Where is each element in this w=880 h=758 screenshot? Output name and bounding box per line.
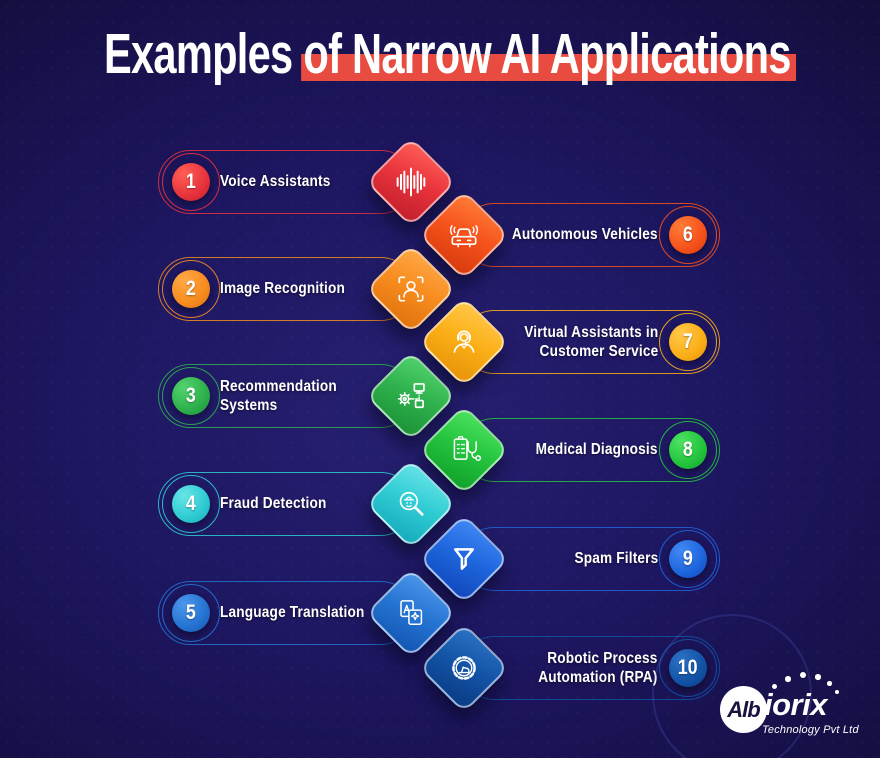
albiorix-logo: Alb iorix Technology Pvt Ltd xyxy=(652,614,874,758)
item-number: 7 xyxy=(683,330,693,353)
item-number-badge: 6 xyxy=(669,216,707,254)
recommendation-network-icon xyxy=(397,383,425,409)
logo-dot xyxy=(800,672,806,678)
badge-ring xyxy=(162,153,220,211)
item-row: 7 Virtual Assistants in Customer Service xyxy=(0,296,880,388)
item-label: Image Recognition xyxy=(220,280,346,298)
item-row: 2 Image Recognition xyxy=(0,243,880,335)
logo-name: iorix xyxy=(764,687,827,722)
item-row: 9 Spam Filters xyxy=(0,513,880,605)
logo-dot xyxy=(785,676,791,682)
item-row: 3 Recommendation Systems xyxy=(0,350,880,442)
logo-halo-ring xyxy=(652,614,812,758)
badge-ring xyxy=(162,475,220,533)
item-number: 4 xyxy=(186,492,196,515)
item-number: 2 xyxy=(186,277,196,300)
item-diamond xyxy=(365,567,457,659)
item-row: 8 Medical Diagnosis xyxy=(0,404,880,496)
badge-ring xyxy=(659,530,717,588)
item-label: Language Translation xyxy=(220,604,365,622)
medical-diagnosis-icon xyxy=(453,436,482,462)
item-label: Autonomous Vehicles xyxy=(512,226,658,244)
badge-ring xyxy=(162,584,220,642)
item-label: Fraud Detection xyxy=(220,495,327,513)
item-number-badge: 5 xyxy=(172,594,210,632)
face-recognition-icon xyxy=(398,276,424,302)
item-number-badge: 8 xyxy=(669,431,707,469)
item-diamond xyxy=(418,622,510,714)
item-row: 1 Voice Assistants xyxy=(0,136,880,228)
item-number-badge: 7 xyxy=(669,323,707,361)
item-number-badge: 1 xyxy=(172,163,210,201)
item-number: 5 xyxy=(186,601,196,624)
badge-ring xyxy=(162,260,220,318)
logo-dot xyxy=(772,684,777,689)
language-translation-icon xyxy=(400,600,423,625)
item-number: 8 xyxy=(683,438,693,461)
item-number-badge: 4 xyxy=(172,485,210,523)
logo-dot xyxy=(815,674,821,680)
voice-wave-icon xyxy=(396,167,426,197)
item-number: 1 xyxy=(186,170,196,193)
badge-ring xyxy=(162,367,220,425)
logo-dot xyxy=(827,681,832,686)
item-diamond xyxy=(418,513,510,605)
title-plain-text: Examples xyxy=(104,22,293,86)
fraud-detection-icon xyxy=(399,491,424,516)
item-number-badge: 9 xyxy=(669,540,707,578)
item-number: 6 xyxy=(683,223,693,246)
item-diamond xyxy=(365,350,457,442)
spam-filter-funnel-icon xyxy=(454,548,474,570)
badge-ring xyxy=(659,206,717,264)
item-diamond xyxy=(365,136,457,228)
rpa-gear-icon xyxy=(452,656,476,680)
item-label: Virtual Assistants in Customer Service xyxy=(523,323,658,360)
item-diamond xyxy=(418,189,510,281)
logo-tagline: Technology Pvt Ltd xyxy=(762,724,859,736)
item-number: 3 xyxy=(186,384,196,407)
item-number-badge: 2 xyxy=(172,270,210,308)
title-highlighted-text: of Narrow AI Applications xyxy=(301,22,796,96)
item-diamond xyxy=(418,296,510,388)
item-label: Voice Assistants xyxy=(220,173,331,191)
item-number: 9 xyxy=(683,547,693,570)
item-diamond xyxy=(365,243,457,335)
item-label: Recommendation Systems xyxy=(220,377,337,414)
logo-dot xyxy=(835,690,839,694)
item-diamond xyxy=(365,458,457,550)
item-diamond xyxy=(418,404,510,496)
item-row: 4 Fraud Detection xyxy=(0,458,880,550)
badge-ring xyxy=(659,421,717,479)
item-row: 6 Autonomous Vehicles xyxy=(0,189,880,281)
logo-circle-text: Alb xyxy=(727,696,760,722)
item-row: 10 Robotic Process Automation (RPA) xyxy=(0,622,880,714)
badge-ring xyxy=(659,313,717,371)
item-label: Spam Filters xyxy=(574,550,658,568)
logo-circle: Alb xyxy=(720,686,767,733)
item-label: Medical Diagnosis xyxy=(535,441,658,459)
autonomous-car-icon xyxy=(449,225,479,248)
item-number-badge: 3 xyxy=(172,377,210,415)
item-row: 5 Language Translation xyxy=(0,567,880,659)
item-label: Robotic Process Automation (RPA) xyxy=(538,649,658,686)
customer-support-icon xyxy=(453,330,475,353)
